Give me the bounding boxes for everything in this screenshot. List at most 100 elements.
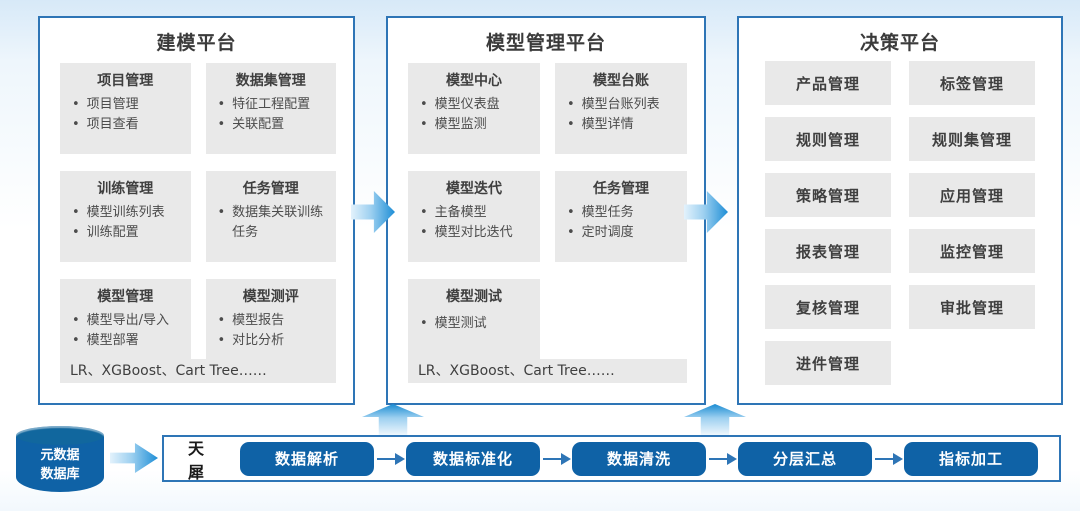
card-item: 模型对比迭代 xyxy=(414,223,534,243)
card-title: 任务管理 xyxy=(593,181,649,197)
decision-button-label: 标签管理 xyxy=(909,61,1035,105)
card-item: 模型测试 xyxy=(414,314,534,334)
card-item: 模型仪表盘 xyxy=(414,95,534,115)
panel-model-management-platform: 模型管理平台 模型中心 模型仪表盘 模型监测 模型台账 模型台账列表 模型详情 … xyxy=(386,16,706,405)
panel-title: 决策平台 xyxy=(859,32,940,54)
card-item-label: 模型部署 xyxy=(86,332,139,348)
panel-title: 建模平台 xyxy=(156,32,237,54)
card-project-management: 项目管理 项目管理 项目查看 xyxy=(60,63,191,154)
decision-button-report: 报表管理 xyxy=(765,229,891,273)
decision-button-monitoring: 监控管理 xyxy=(909,229,1035,273)
card-title: 项目管理 xyxy=(97,73,154,89)
card-item-label: 模型监测 xyxy=(434,116,487,132)
card-item: 定时调度 xyxy=(561,223,681,243)
decision-button-strategy: 策略管理 xyxy=(765,173,891,217)
card-item-label: 对比分析 xyxy=(232,332,285,348)
card-model-management: 模型管理 模型导出/导入 模型部署 xyxy=(60,279,191,370)
database-cylinder-icon: 元数据 数据库 xyxy=(16,426,104,492)
card-item: 关联配置 xyxy=(212,115,331,135)
card-item-label: 训练配置 xyxy=(86,224,139,240)
flow-arrow-up-icon xyxy=(684,404,746,435)
card-item: 模型导出/导入 xyxy=(66,311,185,331)
card-item: 模型训练列表 xyxy=(66,203,185,223)
card-item-label: 模型台账列表 xyxy=(581,97,660,112)
algorithms-footer-bar: LR、XGBoost、Cart Tree…… xyxy=(408,359,687,383)
card-item-label: 项目查看 xyxy=(86,116,139,132)
card-item-label: 数据集关联训练任务 xyxy=(232,205,324,240)
card-item-label: 定时调度 xyxy=(581,224,634,240)
connector-arrow-icon xyxy=(377,452,406,465)
card-training-management: 训练管理 模型训练列表 训练配置 xyxy=(60,171,191,262)
card-model-iteration: 模型迭代 主备模型 模型对比迭代 xyxy=(408,171,540,262)
flow-arrow-right-icon xyxy=(110,443,158,473)
card-model-ledger: 模型台账 模型台账列表 模型详情 xyxy=(555,63,687,154)
card-item-label: 模型训练列表 xyxy=(86,205,165,220)
panel-decision-platform: 决策平台 产品管理 标签管理 规则管理 规则集管理 策略管理 应用管理 报表管理… xyxy=(737,16,1063,405)
card-item: 特征工程配置 xyxy=(212,95,331,115)
card-item-label: 主备模型 xyxy=(434,205,487,220)
card-title: 模型管理 xyxy=(97,289,154,305)
decision-button-application: 应用管理 xyxy=(909,173,1035,217)
flow-arrow-up-icon xyxy=(362,404,424,435)
decision-button-approval: 审批管理 xyxy=(909,285,1035,329)
card-title: 任务管理 xyxy=(242,181,299,197)
decision-button-intake: 进件管理 xyxy=(765,341,891,385)
decision-button-ruleset: 规则集管理 xyxy=(909,117,1035,161)
card-item-label: 模型仪表盘 xyxy=(434,97,500,112)
pipeline-step-data-parsing: 数据解析 xyxy=(240,441,375,476)
card-title: 模型测试 xyxy=(446,289,502,305)
card-title: 数据集管理 xyxy=(235,73,306,89)
card-item: 对比分析 xyxy=(212,331,331,351)
database-label-line2: 数据库 xyxy=(40,466,80,482)
grid-spacer xyxy=(909,341,1035,385)
card-item-label: 模型详情 xyxy=(581,116,634,132)
card-item: 模型部署 xyxy=(66,331,185,351)
card-item: 模型详情 xyxy=(561,115,681,135)
cylinder-top xyxy=(16,426,104,445)
card-item-label: 模型报告 xyxy=(232,313,285,328)
card-model-testing: 模型测试 模型测试 xyxy=(408,279,540,370)
card-title: 训练管理 xyxy=(97,181,154,197)
pipeline-step-layered-aggregation: 分层汇总 xyxy=(738,441,873,476)
card-task-management: 任务管理 模型任务 定时调度 xyxy=(555,171,687,262)
card-model-evaluation: 模型测评 模型报告 对比分析 xyxy=(205,279,336,370)
card-item: 主备模型 xyxy=(414,203,534,223)
panel-modeling-platform: 建模平台 项目管理 项目管理 项目查看 数据集管理 特征工程配置 关联配置 训练… xyxy=(38,16,355,405)
card-item-label: 关联配置 xyxy=(232,116,285,132)
card-item-label: 模型任务 xyxy=(581,205,634,220)
pipeline-engine-label: 天犀 xyxy=(188,438,207,482)
database-label-line1: 元数据 xyxy=(40,448,80,463)
decision-button-review: 复核管理 xyxy=(765,285,891,329)
connector-arrow-icon xyxy=(709,452,738,465)
card-grid: 模型中心 模型仪表盘 模型监测 模型台账 模型台账列表 模型详情 模型迭代 主备… xyxy=(408,63,687,370)
card-item-label: 模型测试 xyxy=(434,316,487,331)
card-item-label: 特征工程配置 xyxy=(232,97,311,112)
card-title: 模型测评 xyxy=(242,289,299,305)
pipeline-step-indicator-processing: 指标加工 xyxy=(904,441,1039,476)
panel-title: 模型管理平台 xyxy=(485,32,606,54)
card-item: 训练配置 xyxy=(66,223,185,243)
connector-arrow-icon xyxy=(543,452,572,465)
card-item-label: 模型导出/导入 xyxy=(86,313,170,328)
decision-button-product: 产品管理 xyxy=(765,61,891,105)
data-pipeline-bar: 天犀 数据解析 数据标准化 数据清洗 分层汇总 指标加工 xyxy=(162,435,1061,482)
card-item-label: 模型对比迭代 xyxy=(434,224,513,240)
card-grid: 项目管理 项目管理 项目查看 数据集管理 特征工程配置 关联配置 训练管理 模型… xyxy=(60,63,336,370)
card-dataset-management: 数据集管理 特征工程配置 关联配置 xyxy=(205,63,336,154)
card-item: 模型台账列表 xyxy=(561,95,681,115)
card-item: 模型任务 xyxy=(561,203,681,223)
decision-button-grid: 产品管理 标签管理 规则管理 规则集管理 策略管理 应用管理 报表管理 监控管理… xyxy=(765,61,1035,385)
card-item: 模型报告 xyxy=(212,311,331,331)
decision-button-rule: 规则管理 xyxy=(765,117,891,161)
pipeline-step-data-cleaning: 数据清洗 xyxy=(572,441,707,476)
card-task-management: 任务管理 数据集关联训练任务 xyxy=(205,171,336,262)
card-item-label: 项目管理 xyxy=(86,97,139,112)
card-title: 模型台账 xyxy=(593,73,649,89)
card-item: 项目管理 xyxy=(66,95,185,115)
algorithms-footer-bar: LR、XGBoost、Cart Tree…… xyxy=(60,359,336,383)
card-item: 数据集关联训练任务 xyxy=(212,203,331,242)
card-title: 模型迭代 xyxy=(446,181,502,197)
card-model-center: 模型中心 模型仪表盘 模型监测 xyxy=(408,63,540,154)
card-item: 项目查看 xyxy=(66,115,185,135)
